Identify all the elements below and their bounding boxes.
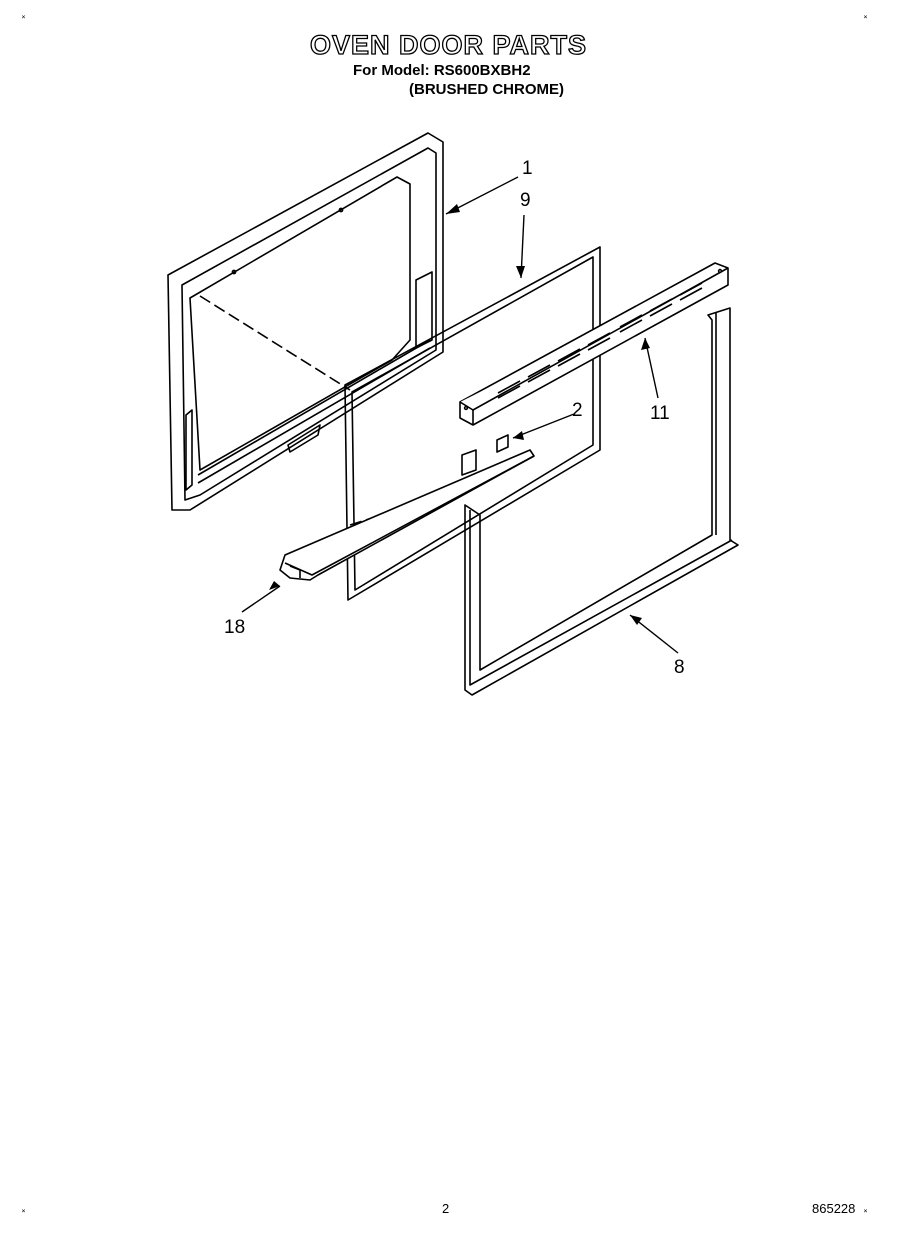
callout-1: 1 <box>522 158 533 179</box>
page-number: 2 <box>442 1201 450 1216</box>
registration-mark-top-left: ˟ <box>22 14 25 24</box>
callout-2: 2 <box>572 400 583 421</box>
registration-mark-bottom-right: ˟ <box>864 1208 867 1218</box>
document-number: 865228 <box>812 1201 856 1216</box>
assembly-line-upper <box>199 295 351 391</box>
callout-8: 8 <box>674 657 685 678</box>
page-title: OVEN DOOR PARTS <box>309 29 588 60</box>
callout-9: 9 <box>520 190 531 211</box>
registration-mark-top-right: ˟ <box>864 14 867 24</box>
door-handle <box>279 449 535 581</box>
callout-18: 18 <box>224 617 246 638</box>
handle-clip <box>496 434 509 453</box>
door-outer-panel <box>167 132 444 511</box>
registration-mark-bottom-left: ˟ <box>22 1208 25 1218</box>
inner-door-frame <box>464 307 739 696</box>
vent-trim <box>459 262 729 426</box>
finish-label: (BRUSHED CHROME) <box>409 81 564 98</box>
callout-11: 11 <box>650 403 670 424</box>
model-number: For Model: RS600BXBH2 <box>353 62 531 79</box>
